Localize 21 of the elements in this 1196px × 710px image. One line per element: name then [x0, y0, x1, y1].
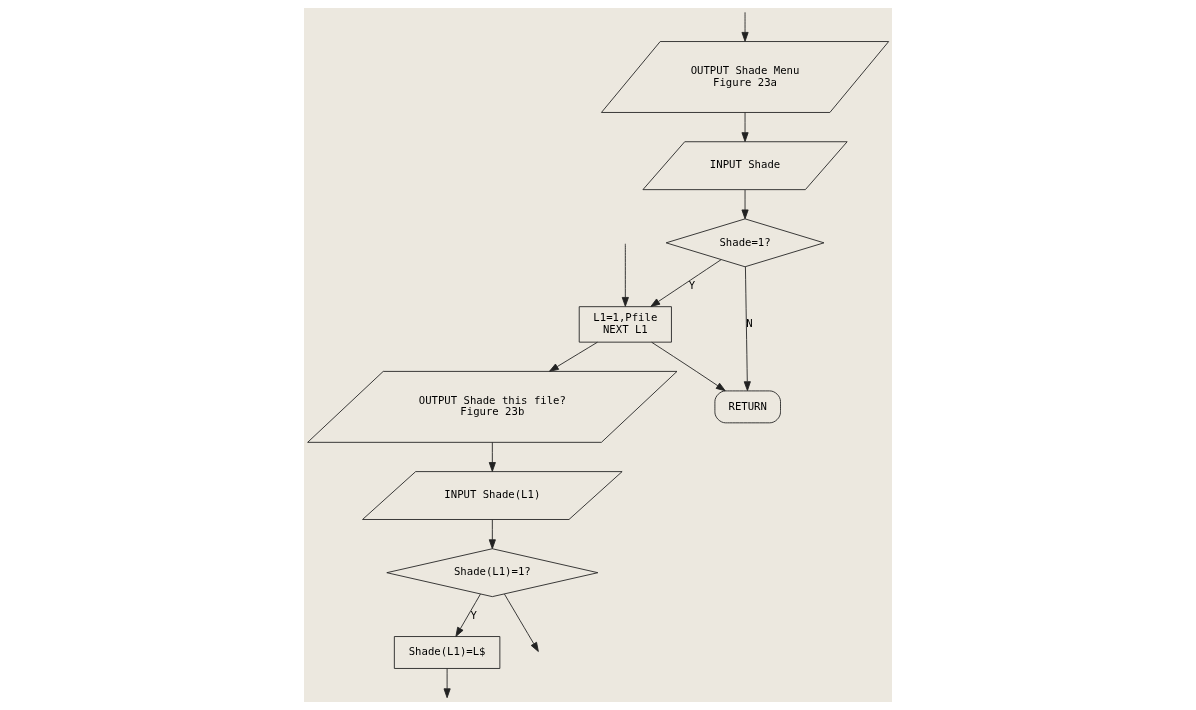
edge-label: Y	[470, 609, 477, 623]
arrow	[488, 519, 496, 550]
arrow	[504, 593, 539, 652]
node-box: RETURN	[714, 390, 781, 424]
edge-label: N	[746, 317, 753, 331]
node-box: L1=1,Pfile NEXT L1	[578, 306, 672, 343]
node-diamond: Shade(L1)=1?	[386, 548, 599, 598]
arrow	[549, 341, 598, 372]
arrow	[743, 266, 751, 392]
arrow	[650, 259, 722, 307]
arrow	[741, 11, 749, 42]
arrow	[651, 341, 726, 392]
arrow	[621, 243, 629, 307]
arrow	[741, 189, 749, 220]
arrow	[443, 668, 451, 699]
node-diamond: Shade=1?	[665, 218, 825, 268]
edge-label: Y	[688, 279, 696, 293]
arrow	[488, 441, 496, 472]
arrow	[455, 593, 481, 637]
arrow	[741, 112, 749, 142]
node-box: Shade(L1)=L$	[393, 636, 501, 669]
